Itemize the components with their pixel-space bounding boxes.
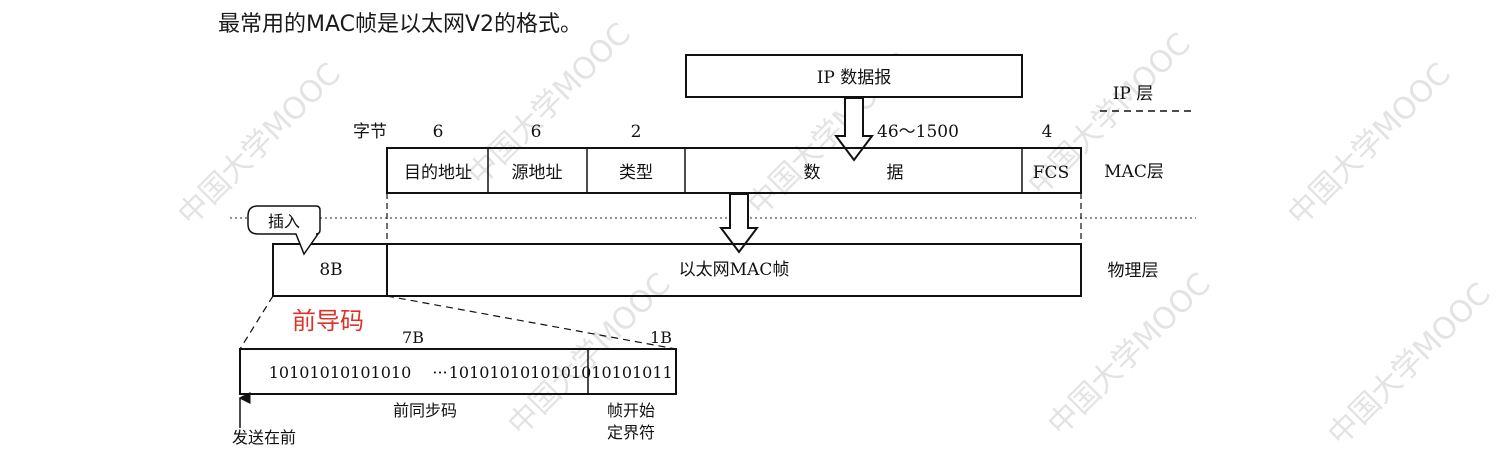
- ip-datagram-box: [685, 54, 1023, 98]
- physical-layer-label: 物理层: [1108, 261, 1159, 281]
- page-heading: 最常用的MAC帧是以太网V2的格式。: [218, 12, 583, 37]
- preamble-1b-label: 1B: [650, 328, 672, 347]
- bytes-label: 字节: [353, 122, 387, 142]
- preamble-bits-left: 10101010101010: [269, 363, 412, 382]
- sfd-bits: 10101011: [591, 363, 672, 382]
- preamble-bits-right: 10101010101010: [449, 363, 592, 382]
- ip-layer-label: IP 层: [1113, 84, 1154, 104]
- mac-frame-box: [386, 147, 1082, 194]
- send-first-label: 发送在前: [232, 428, 296, 447]
- byte-count-data: 46～1500: [877, 122, 959, 142]
- mac-layer-label: MAC层: [1104, 162, 1164, 182]
- field-src-address: 源地址: [512, 163, 563, 183]
- ip-to-mac-arrow: [834, 97, 874, 162]
- field-fcs: FCS: [1033, 163, 1069, 183]
- field-dest-address: 目的地址: [404, 163, 472, 183]
- byte-count-dest: 6: [433, 122, 444, 142]
- preamble-title: 前导码: [292, 307, 364, 335]
- ethernet-mac-frame-label: 以太网MAC帧: [679, 260, 790, 280]
- preamble-ellipsis: ···: [432, 363, 447, 382]
- field-data-2: 据: [887, 163, 904, 183]
- field-data-1: 数: [804, 163, 821, 183]
- byte-count-type: 2: [631, 122, 642, 142]
- byte-count-fcs: 4: [1042, 122, 1053, 142]
- preamble-detail-box: [239, 348, 677, 395]
- byte-count-src: 6: [531, 122, 542, 142]
- preamble-7b-label: 7B: [402, 328, 424, 347]
- physical-frame-box: [272, 243, 1082, 297]
- ip-datagram-label: IP 数据报: [817, 68, 892, 88]
- mac-to-physical-arrow: [719, 193, 759, 254]
- sync-label: 前同步码: [393, 401, 457, 420]
- zoom-line-left: [239, 295, 274, 350]
- preamble-size-label: 8B: [319, 260, 342, 280]
- sfd-label-line2: 定界符: [607, 423, 655, 442]
- sfd-label-line1: 帧开始: [607, 401, 655, 420]
- insert-callout: [247, 205, 321, 256]
- insert-label: 插入: [268, 212, 300, 231]
- field-type: 类型: [619, 163, 653, 183]
- zoom-line-right: [386, 295, 677, 350]
